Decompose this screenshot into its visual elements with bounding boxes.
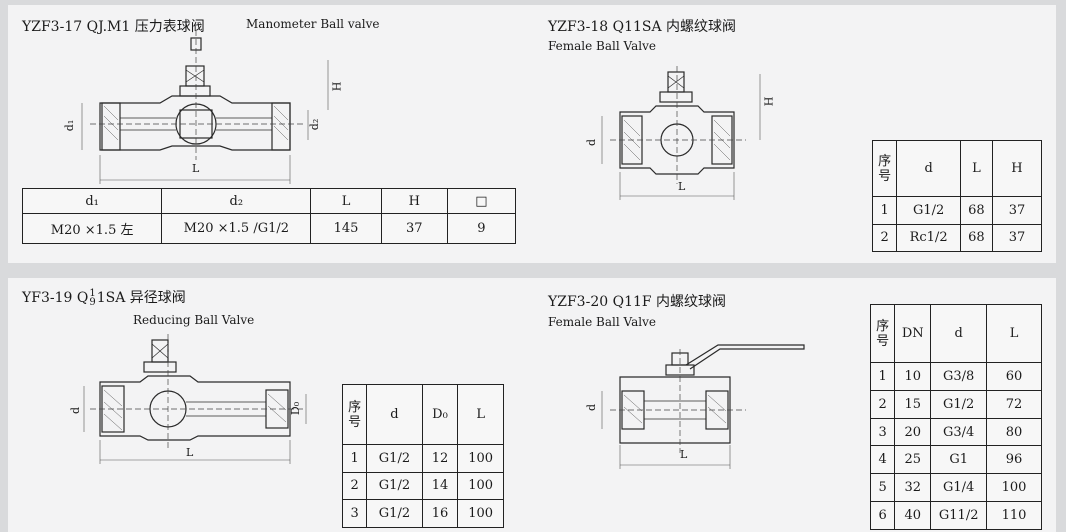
table-row: 2 G1/2 14 100 [341, 471, 504, 501]
header-d0: D₀ [421, 384, 459, 445]
cell-square: 9 [446, 213, 517, 244]
dim-label-d-19: d [69, 406, 83, 415]
header-d: d [930, 304, 988, 363]
header-h: H [380, 188, 448, 214]
section-title-yzf3-18: YZF3-18 Q11SA 内螺纹球阀 [548, 19, 737, 35]
header-dn: DN [894, 304, 932, 363]
table-row: 2 Rc1/2 68 37 [871, 223, 1043, 252]
dim-label-l-19: L [186, 446, 194, 459]
header-index: 序号 [869, 304, 896, 363]
cell-h: 37 [380, 213, 448, 244]
section-title-yzf3-20: YZF3-20 Q11F 内螺纹球阀 [548, 294, 727, 310]
header-d2: d₂ [161, 188, 312, 214]
section-subtitle-yzf3-20: Female Ball Valve [548, 315, 656, 329]
valve-drawing-reducing [83, 334, 307, 464]
header-h: H [991, 140, 1043, 197]
dim-label-l: L [192, 162, 200, 175]
cell-d2: M20 ×1.5 /G1/2 [161, 213, 312, 244]
header-d: d [366, 384, 423, 445]
section-title-yzf3-17: YZF3-17 QJ.M1 压力表球阀 [22, 19, 205, 35]
valve-drawing-manometer [81, 30, 329, 184]
section-subtitle-yf3-19: Reducing Ball Valve [133, 313, 255, 327]
header-l: L [310, 188, 382, 214]
header-d: d [896, 140, 961, 197]
dim-label-d0-19: D₀ [289, 401, 303, 416]
dim-label-d2: d₂ [308, 118, 322, 131]
section-subtitle-yzf3-18: Female Ball Valve [548, 39, 656, 53]
table-row: 1 G1/2 68 37 [871, 196, 1043, 225]
spec-table-yf3-19: 序号 d D₀ L 1 G1/2 12 100 2 G1/2 14 100 3 … [341, 384, 504, 528]
dim-label-h-18: H [762, 96, 776, 107]
dim-label-d1: d₁ [63, 119, 77, 132]
valve-drawing-female-18 [601, 66, 761, 200]
header-l: L [986, 304, 1042, 363]
valve-drawing-female-20 [601, 344, 805, 469]
header-index: 序号 [871, 140, 898, 197]
header-d1: d₁ [21, 188, 163, 214]
cell-d1: M20 ×1.5 左 [21, 213, 163, 244]
table-row: 1 G1/2 12 100 [341, 444, 504, 473]
header-l: L [959, 140, 993, 197]
header-index: 序号 [341, 384, 368, 445]
section-subtitle-yzf3-17: Manometer Ball valve [246, 17, 380, 31]
dim-label-h: H [330, 81, 344, 92]
header-l: L [457, 384, 504, 445]
dim-label-l-20: L [680, 448, 688, 461]
cell-l: 145 [310, 213, 382, 244]
dim-label-l-18: L [678, 180, 686, 193]
spec-table-yzf3-17: d₁ d₂ L H □ M20 ×1.5 左 M20 ×1.5 /G1/2 14… [21, 188, 517, 244]
header-square: □ [446, 188, 517, 214]
dim-label-d-18: d [585, 138, 599, 147]
table-row: 3 G1/2 16 100 [341, 499, 504, 528]
dim-label-d-20: d [585, 403, 599, 412]
spec-table-yzf3-18: 序号 d L H 1 G1/2 68 37 2 Rc1/2 68 37 [871, 140, 1043, 252]
